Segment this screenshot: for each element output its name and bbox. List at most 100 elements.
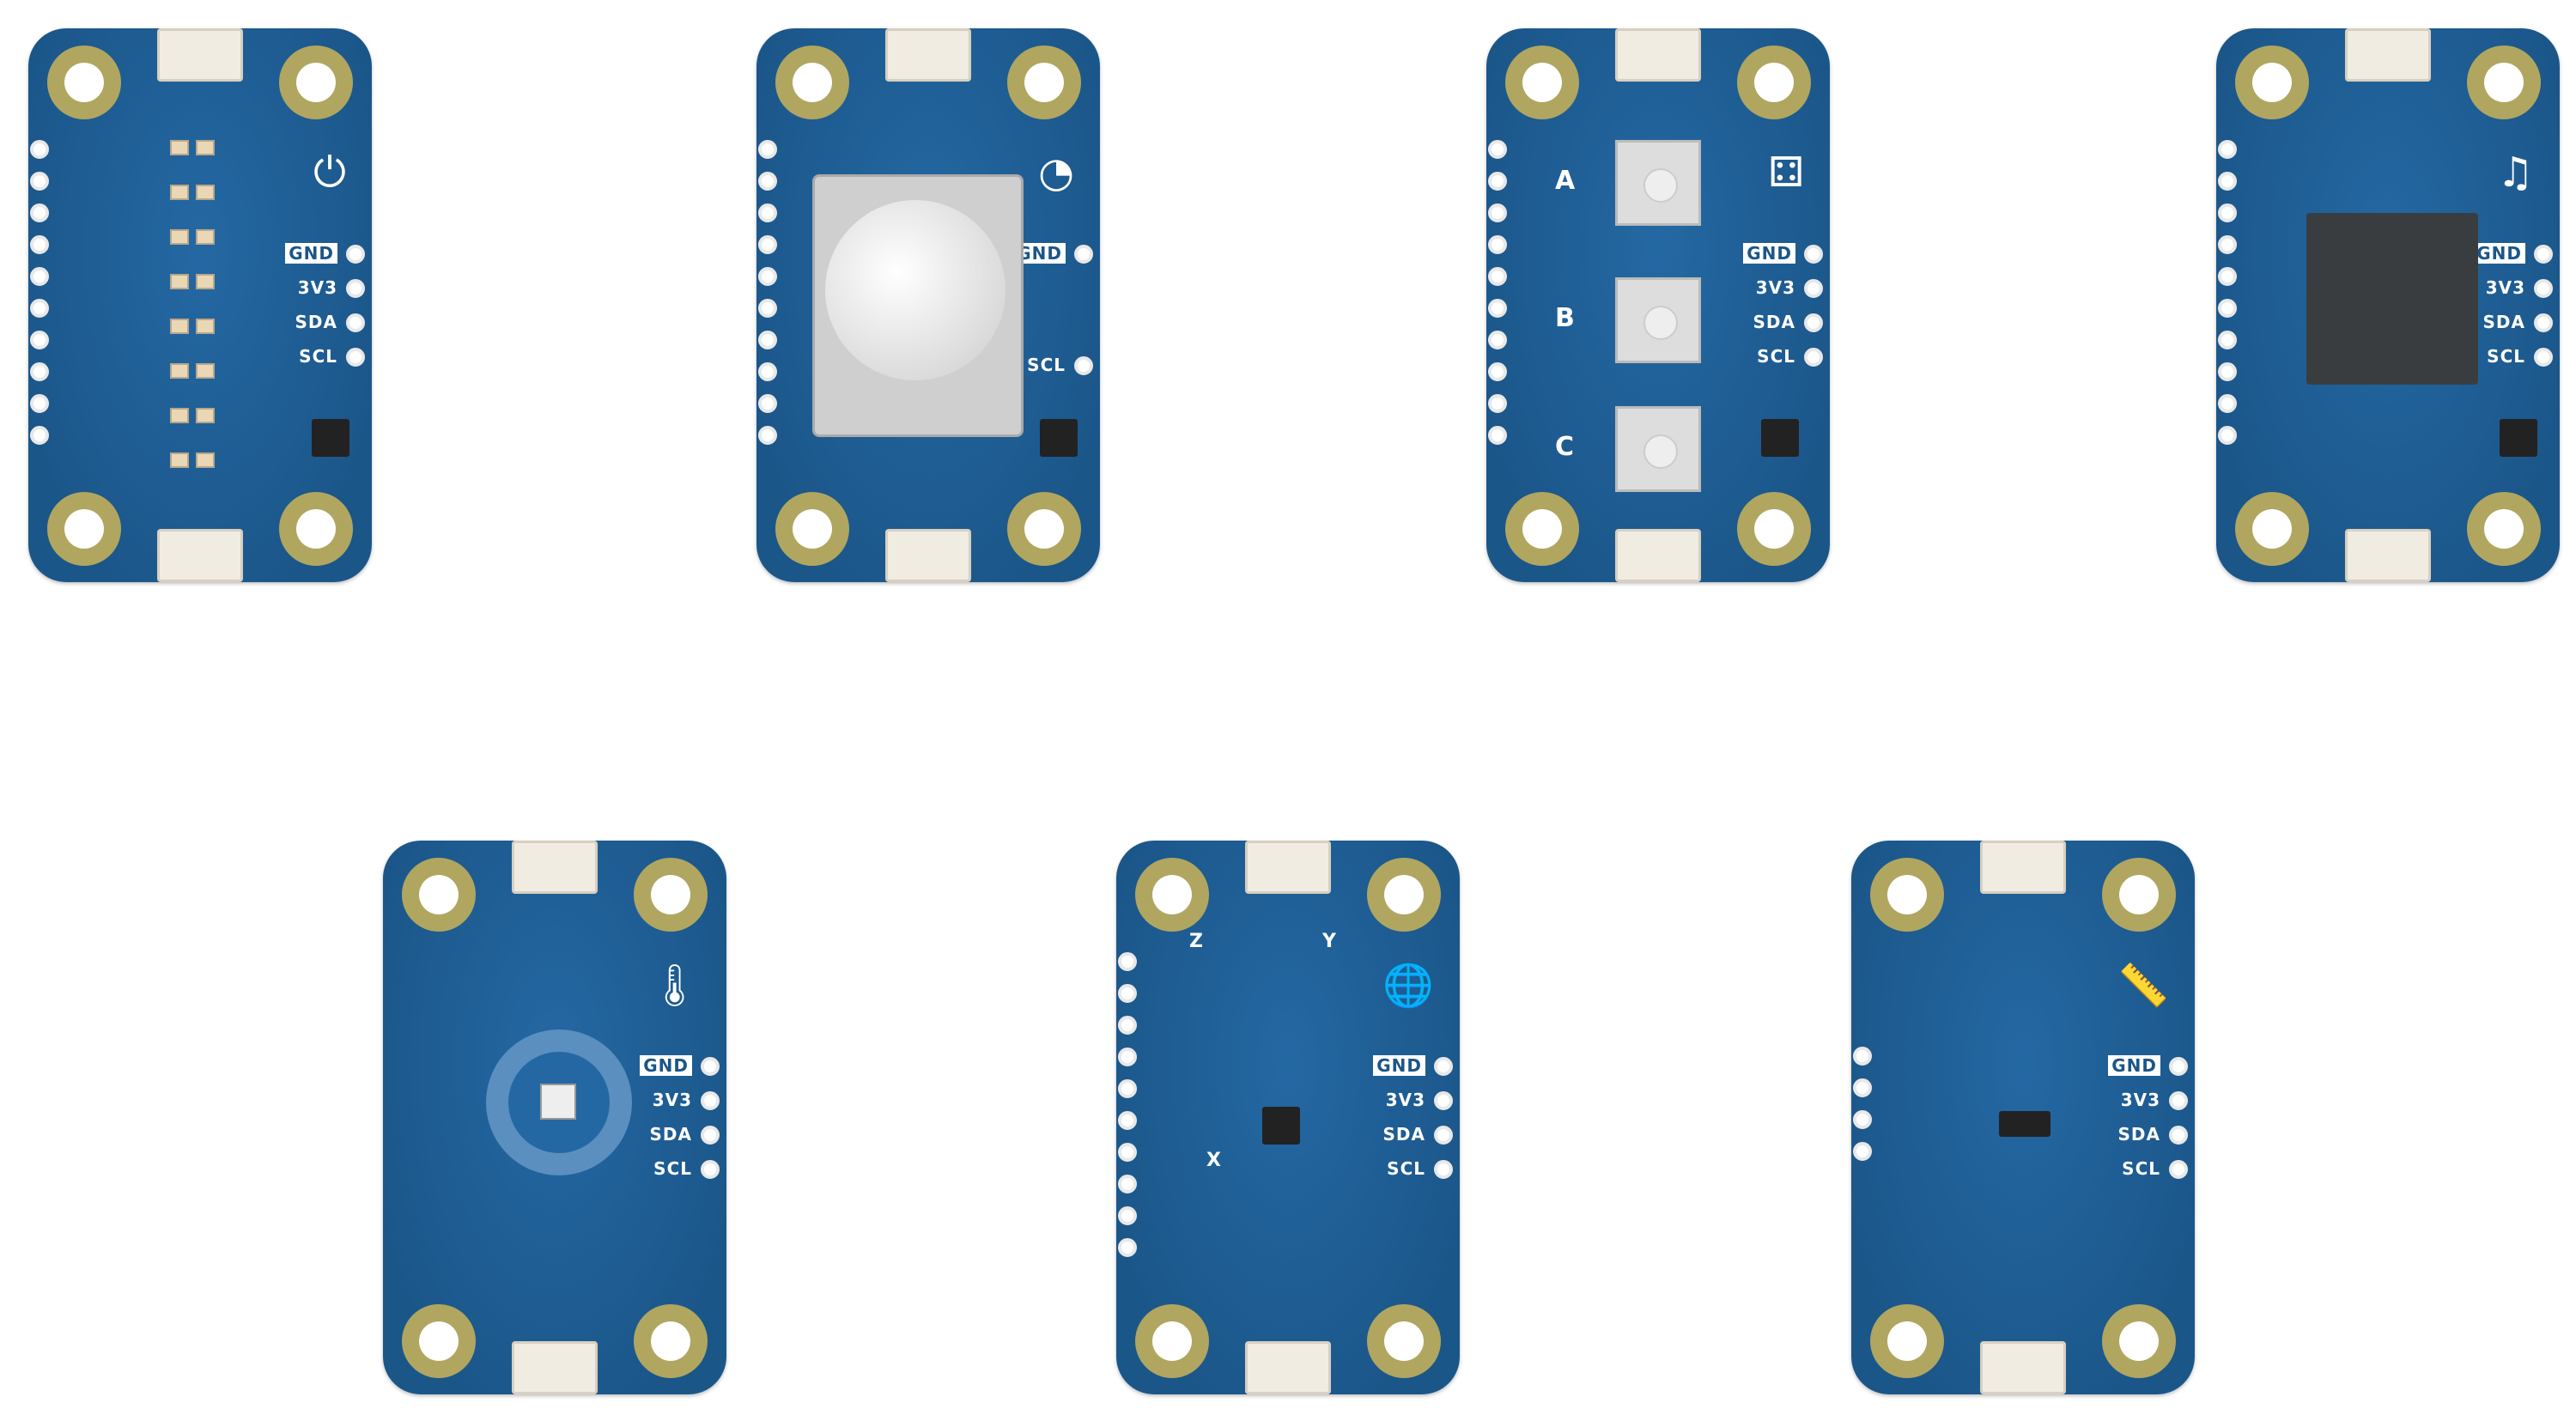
header-hole	[30, 140, 49, 159]
mounting-hole	[1505, 46, 1579, 119]
header-hole	[1118, 1048, 1137, 1066]
controller-chip	[2500, 419, 2537, 457]
pin-hole	[1434, 1057, 1453, 1076]
axis-label: Z	[1189, 931, 1203, 952]
header-hole	[2218, 426, 2237, 445]
header-hole	[758, 426, 777, 445]
led	[196, 452, 215, 468]
header-hole	[2218, 362, 2237, 381]
mounting-hole	[2102, 858, 2176, 932]
mounting-hole	[1135, 1304, 1209, 1378]
pin-label-sda: SDA	[2482, 312, 2525, 332]
header-hole	[30, 203, 49, 222]
led	[170, 452, 189, 468]
led	[196, 274, 215, 289]
ruler-icon: 📏	[2117, 962, 2169, 1010]
header-hole	[758, 235, 777, 254]
qwiic-connector-bottom	[157, 529, 243, 582]
button-label: A	[1555, 166, 1576, 196]
pin-label-sda: SDA	[2117, 1124, 2160, 1145]
mounting-hole	[402, 1304, 476, 1378]
pin-hole	[1434, 1126, 1453, 1145]
mounting-hole	[775, 46, 849, 119]
mounting-hole	[1007, 492, 1081, 566]
mounting-hole	[1135, 858, 1209, 932]
button-label: C	[1555, 432, 1575, 462]
header-hole	[758, 203, 777, 222]
header-hole	[1118, 984, 1137, 1003]
led	[196, 363, 215, 379]
header-hole	[1118, 1111, 1137, 1130]
pin-hole	[1434, 1160, 1453, 1179]
pin-hole	[701, 1160, 720, 1179]
pin-hole	[2169, 1057, 2188, 1076]
header-hole	[1488, 172, 1507, 191]
pin-label-sda: SDA	[649, 1124, 692, 1145]
header-hole	[1488, 203, 1507, 222]
pin-label-scl: SCL	[1027, 355, 1066, 375]
header-hole	[758, 331, 777, 349]
qwiic-connector-top	[885, 28, 971, 82]
header-hole	[30, 267, 49, 286]
mounting-hole	[2235, 46, 2309, 119]
imu-chip	[1262, 1107, 1300, 1145]
led	[170, 274, 189, 289]
header-hole	[1118, 1143, 1137, 1162]
led	[170, 140, 189, 155]
header-hole	[1118, 1206, 1137, 1225]
header-hole	[758, 299, 777, 318]
header-hole	[1488, 235, 1507, 254]
header-hole	[2218, 331, 2237, 349]
mounting-hole	[279, 46, 353, 119]
header-hole	[1488, 362, 1507, 381]
controller-chip	[312, 419, 349, 457]
pin-label-3v3: 3V3	[652, 1090, 692, 1110]
qwiic-connector-top	[157, 28, 243, 82]
pin-hole	[2534, 313, 2553, 332]
pin-label-scl: SCL	[299, 346, 337, 367]
header-hole	[1118, 1079, 1137, 1098]
header-hole	[2218, 267, 2237, 286]
qwiic-connector-top	[1245, 841, 1331, 894]
mounting-hole	[2235, 492, 2309, 566]
header-hole	[1488, 140, 1507, 159]
pin-label-gnd: GND	[2108, 1055, 2160, 1076]
header-hole	[2218, 172, 2237, 191]
qwiic-connector-bottom	[1980, 1341, 2066, 1394]
pin-label-3v3: 3V3	[1385, 1090, 1425, 1110]
qwiic-connector-bottom	[2345, 529, 2431, 582]
qwiic-connector-bottom	[885, 529, 971, 582]
controller-chip	[1761, 419, 1799, 457]
header-hole	[30, 362, 49, 381]
mounting-hole	[2102, 1304, 2176, 1378]
pin-hole	[1804, 348, 1823, 367]
thermometer-icon: 🌡	[648, 962, 701, 1010]
mounting-hole	[1007, 46, 1081, 119]
pin-label-gnd: GND	[1373, 1055, 1425, 1076]
mounting-hole	[1870, 1304, 1944, 1378]
pin-label-3v3: 3V3	[2485, 277, 2525, 298]
led	[170, 185, 189, 200]
pin-label-sda: SDA	[295, 312, 337, 332]
mounting-hole	[2467, 46, 2541, 119]
mounting-hole	[634, 858, 708, 932]
mounting-hole	[1737, 492, 1811, 566]
pin-hole	[1804, 279, 1823, 298]
header-hole	[1488, 299, 1507, 318]
pin-hole	[2534, 348, 2553, 367]
header-hole	[30, 331, 49, 349]
pin-hole	[1074, 245, 1093, 264]
pin-hole	[2169, 1091, 2188, 1110]
pin-label-gnd: GND	[2473, 243, 2525, 264]
mounting-hole	[634, 1304, 708, 1378]
pin-label-scl: SCL	[1387, 1158, 1425, 1179]
header-hole	[758, 362, 777, 381]
push-button	[1615, 277, 1701, 363]
pin-label-sda: SDA	[1753, 312, 1795, 332]
header-hole	[758, 394, 777, 413]
header-hole	[1118, 1238, 1137, 1257]
led	[170, 408, 189, 423]
